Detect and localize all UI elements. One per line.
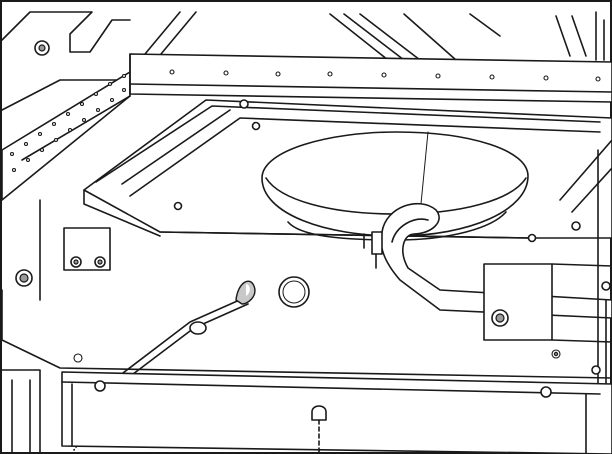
top-perforated-rail (129, 53, 612, 103)
chain-hook-icon (311, 405, 327, 421)
top-left-bracket (1, 11, 131, 111)
lower-left-frame (1, 369, 41, 454)
tray-bolt-icon (173, 201, 183, 211)
lower-cross-bar (61, 371, 612, 454)
left-perforated-rail (1, 71, 131, 201)
gas-tube (363, 202, 612, 319)
rail-holes (9, 73, 127, 173)
tray-bolt-icon (251, 121, 261, 131)
tray-bolt-icon (527, 233, 537, 243)
left-mounting-bracket (63, 227, 111, 271)
upper-frame-members (139, 11, 605, 61)
right-mounting-bracket (483, 263, 612, 343)
firebox-panel (1, 199, 612, 379)
electrode-icon (371, 231, 383, 255)
top-rail-holes (169, 69, 601, 82)
tray-bolt-icon (239, 99, 249, 109)
